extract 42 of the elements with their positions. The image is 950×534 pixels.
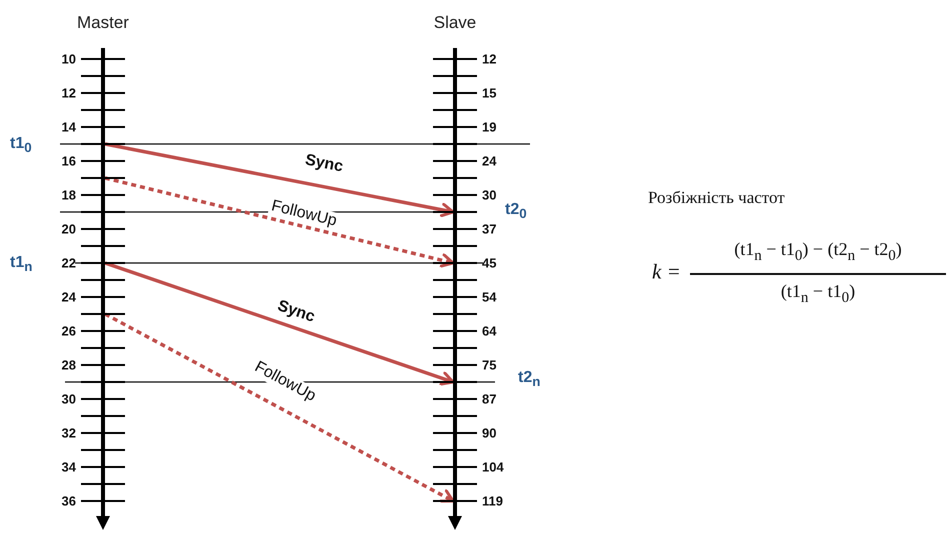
tick-label: 24: [62, 290, 76, 304]
formula-lhs: k =: [652, 260, 681, 284]
message-arrow: [104, 142, 454, 218]
message-arrow: [104, 261, 454, 386]
formula-denominator: (t1$_{n}$ − t1$_{0}$): [780, 281, 856, 307]
tick-label: 87: [482, 392, 496, 406]
timestamp-label: t2$_{0}$: [505, 200, 527, 224]
tick-label: 16: [62, 154, 76, 168]
tick-label: 90: [482, 426, 496, 440]
formula-numerator: (t1$_{n}$ − t1$_{0}$) − (t2$_{n}$ − t2$_{0}$): [734, 239, 902, 265]
tick-label: 20: [62, 222, 76, 236]
tick-label: 28: [62, 358, 76, 372]
tick-label: 64: [482, 324, 496, 338]
tick-label: 75: [482, 358, 496, 372]
formula-heading: Розбіжність частот: [648, 188, 785, 208]
message-arrow: [104, 312, 454, 503]
tick-label: 30: [482, 188, 496, 202]
tick-label: 30: [62, 392, 76, 406]
tick-label: 10: [62, 52, 76, 66]
tick-label: 104: [482, 460, 504, 474]
tick-label: 19: [482, 120, 496, 134]
message-arrow: [104, 176, 454, 268]
timestamp-label: t1$_{0}$: [10, 134, 32, 158]
tick-label: 36: [62, 494, 76, 508]
timeline-heading: Master: [77, 13, 129, 33]
timestamp-label: t2$_{n}$: [518, 368, 540, 392]
tick-label: 32: [62, 426, 76, 440]
tick-label: 45: [482, 256, 496, 270]
timeline-heading: Slave: [434, 13, 476, 33]
tick-label: 26: [62, 324, 76, 338]
timestamp-label: t1$_{n}$: [10, 254, 32, 276]
tick-label: 22: [62, 256, 76, 270]
tick-label: 54: [482, 290, 496, 304]
tick-label: 34: [62, 460, 76, 474]
tick-label: 12: [62, 86, 76, 100]
tick-label: 14: [62, 120, 76, 134]
tick-label: 37: [482, 222, 496, 236]
tick-label: 12: [482, 52, 496, 66]
tick-label: 119: [482, 494, 503, 508]
tick-label: 18: [62, 188, 76, 202]
tick-label: 15: [482, 86, 496, 100]
tick-label: 24: [482, 154, 496, 168]
